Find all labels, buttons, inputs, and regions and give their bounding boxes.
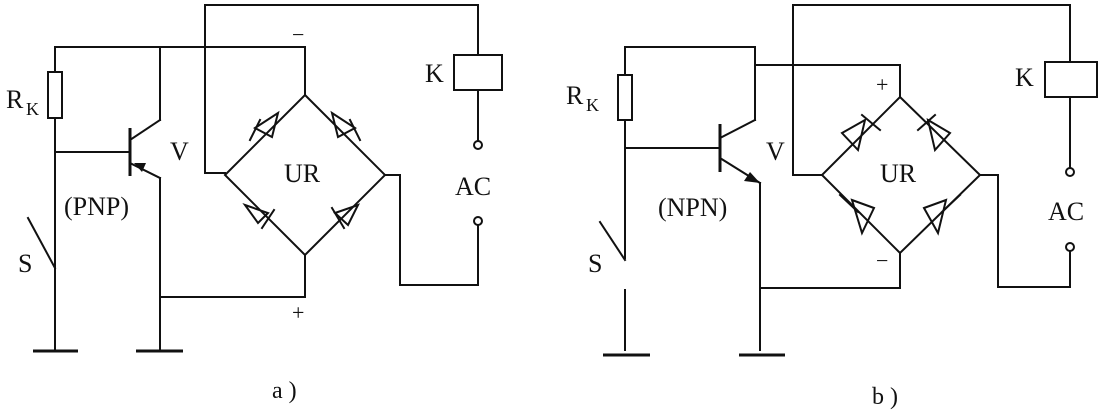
label-switch: S [588,249,602,278]
label-supply: AC [1048,197,1084,226]
label-resistor-sub: K [586,95,599,115]
diode-top-left-icon [840,113,882,153]
label-supply: AC [455,172,491,201]
transistor-collector [128,118,162,142]
label-bridge-top-sign: − [292,22,304,47]
wire-bridge-bottom [159,254,306,298]
diode-bottom-left-icon [838,193,876,236]
transistor-emitter-arrow [744,172,760,183]
label-bridge-bottom-sign: − [876,248,888,273]
resistor-rk [47,71,63,119]
label-resistor: R [566,81,584,110]
label-switch: S [18,249,32,278]
label-transistor: V [170,137,189,166]
ac-terminal-top [1065,167,1075,177]
resistor-rk [617,74,633,121]
diode-top-right-icon [330,110,362,142]
relay-coil-k [453,54,503,91]
label-relay: K [1015,63,1034,92]
diode-bottom-right-icon [922,193,962,236]
wire-outer-loop [792,4,1071,176]
wire-outer-loop [204,4,479,174]
wire-bridge-bottom [759,252,901,289]
diode-top-left-icon [248,110,280,142]
bridge-diamond [223,93,387,257]
circuit-b: R K V (NPN) S UR K AC + − b ) [566,4,1098,410]
label-bridge-bottom-sign: + [292,300,304,325]
ac-terminal-bottom [473,216,483,226]
switch-s [26,216,57,270]
caption-a: a ) [272,378,297,404]
caption-b: b ) [872,384,898,410]
label-transistor: V [766,137,785,166]
switch-s [598,220,627,262]
label-relay: K [425,59,444,88]
bridge-diamond [820,95,982,255]
wire-ac-return [979,174,1071,288]
transistor-collector [718,118,757,140]
circuit-a: R K V (PNP) S UR K AC − + a ) [6,4,503,404]
diode-top-right-icon [916,113,952,153]
wire-top-rail [624,46,901,121]
diode-bottom-right-icon [330,203,360,230]
wire-ac-return [384,174,479,286]
label-transistor-type: (PNP) [64,192,129,221]
label-resistor-sub: K [26,99,39,119]
label-bridge-top-sign: + [876,72,888,97]
label-resistor: R [6,85,24,114]
label-transistor-type: (NPN) [658,193,727,222]
transistor-emitter-arrow [134,163,146,172]
transistor-emitter [128,161,162,180]
label-bridge: UR [284,159,321,188]
ac-terminal-top [473,140,483,150]
label-bridge: UR [880,159,917,188]
relay-coil-k [1044,61,1098,98]
diode-bottom-left-icon [242,203,276,230]
ac-terminal-bottom [1065,242,1075,252]
